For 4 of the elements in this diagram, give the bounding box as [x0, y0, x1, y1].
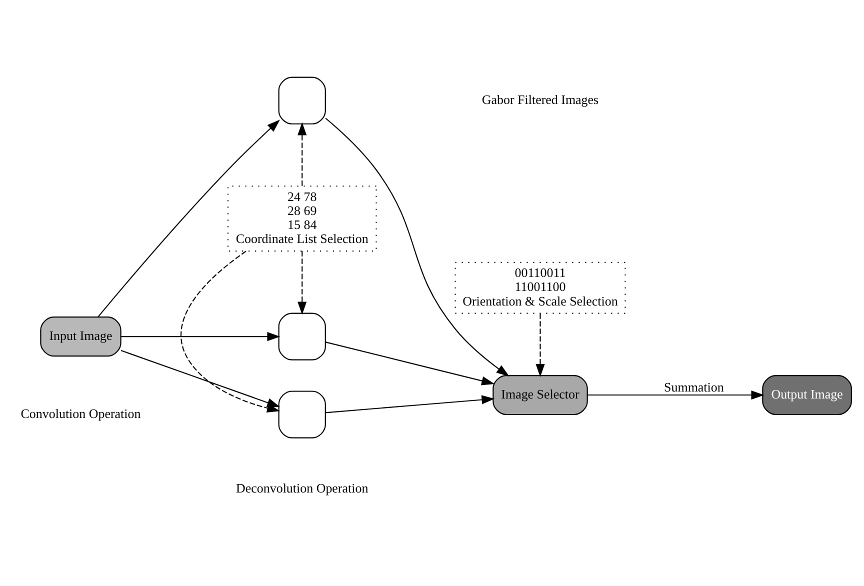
label: Gabor Filtered Images [482, 92, 599, 107]
label: Convolution Operation [20, 406, 141, 421]
edge-label: Summation [664, 379, 724, 394]
label: Deconvolution Operation [236, 480, 368, 496]
